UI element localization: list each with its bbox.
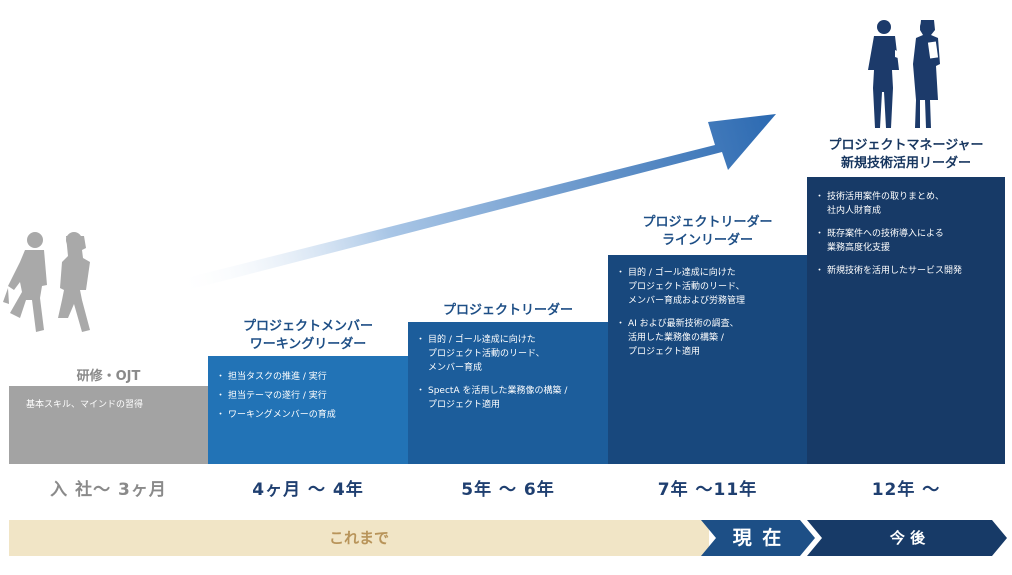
stage-4-title: プロジェクトリーダー ラインリーダー	[642, 215, 773, 248]
business-people-icon	[868, 20, 940, 128]
stage-3-bullets: 目的 / ゴール達成に向けた プロジェクト活動のリード、 メンバー育成 Spec…	[416, 333, 606, 421]
stage-4-period: 7年 ～11年	[657, 480, 758, 500]
stage-5-bullet: 新規技術を活用したサービス開発	[815, 264, 1005, 278]
timeline-present-band	[701, 520, 815, 556]
stage-1-block	[9, 386, 208, 464]
timeline-future-label: 今 後	[889, 529, 926, 547]
stage-5-bullet: 技術活用案件の取りまとめ、 社内人財育成	[815, 190, 1005, 218]
stage-5-bullets: 技術活用案件の取りまとめ、 社内人財育成 既存案件への技術導入による 業務高度化…	[815, 190, 1005, 287]
timeline-past-band	[9, 520, 709, 556]
stage-4-bullets: 目的 / ゴール達成に向けた プロジェクト活動のリード、 メンバー育成および労務…	[616, 266, 806, 368]
stage-3-bullet: SpectA を活用した業務像の構築 / プロジェクト適用	[416, 384, 606, 412]
stage-5-block	[807, 177, 1005, 464]
stage-2-bullet: 担当タスクの推進 / 実行	[216, 370, 404, 384]
stage-4-bullet: AI および最新技術の調査、 活用した業務像の構築 / プロジェクト適用	[616, 317, 806, 359]
stage-5-bullet: 既存案件への技術導入による 業務高度化支援	[815, 227, 1005, 255]
stage-5-title: プロジェクトマネージャー 新規技術活用リーダー	[828, 138, 984, 171]
stage-1-bullet: 基本スキル、マインドの習得	[26, 400, 144, 410]
stage-1-description: 基本スキル、マインドの習得	[26, 399, 206, 411]
timeline-future-band	[807, 520, 1007, 556]
stage-3-title: プロジェクトリーダー	[442, 303, 573, 318]
stage-3-period: 5年 ～ 6年	[461, 480, 555, 500]
stage-5-period: 12年 ～	[871, 480, 941, 500]
stage-2-bullet: 担当テーマの遂行 / 実行	[216, 389, 404, 403]
stage-4-bullet: 目的 / ゴール達成に向けた プロジェクト活動のリード、 メンバー育成および労務…	[616, 266, 806, 308]
stage-1-period: 入 社～ 3ヶ月	[50, 480, 167, 500]
growth-arrow-icon	[170, 114, 776, 292]
walking-people-icon	[3, 232, 90, 332]
stage-2-bullets: 担当タスクの推進 / 実行 担当テーマの遂行 / 実行 ワーキングメンバーの育成	[216, 370, 404, 431]
stage-3-bullet: 目的 / ゴール達成に向けた プロジェクト活動のリード、 メンバー育成	[416, 333, 606, 375]
stage-2-title: プロジェクトメンバー ワーキングリーダー	[242, 319, 373, 352]
timeline-present-label: 現 在	[732, 527, 784, 549]
stage-1-title: 研修・OJT	[76, 369, 141, 384]
stage-2-bullet: ワーキングメンバーの育成	[216, 408, 404, 422]
timeline-past-label: これまで	[328, 529, 389, 547]
stage-2-period: 4ヶ月 ～ 4年	[252, 480, 364, 500]
